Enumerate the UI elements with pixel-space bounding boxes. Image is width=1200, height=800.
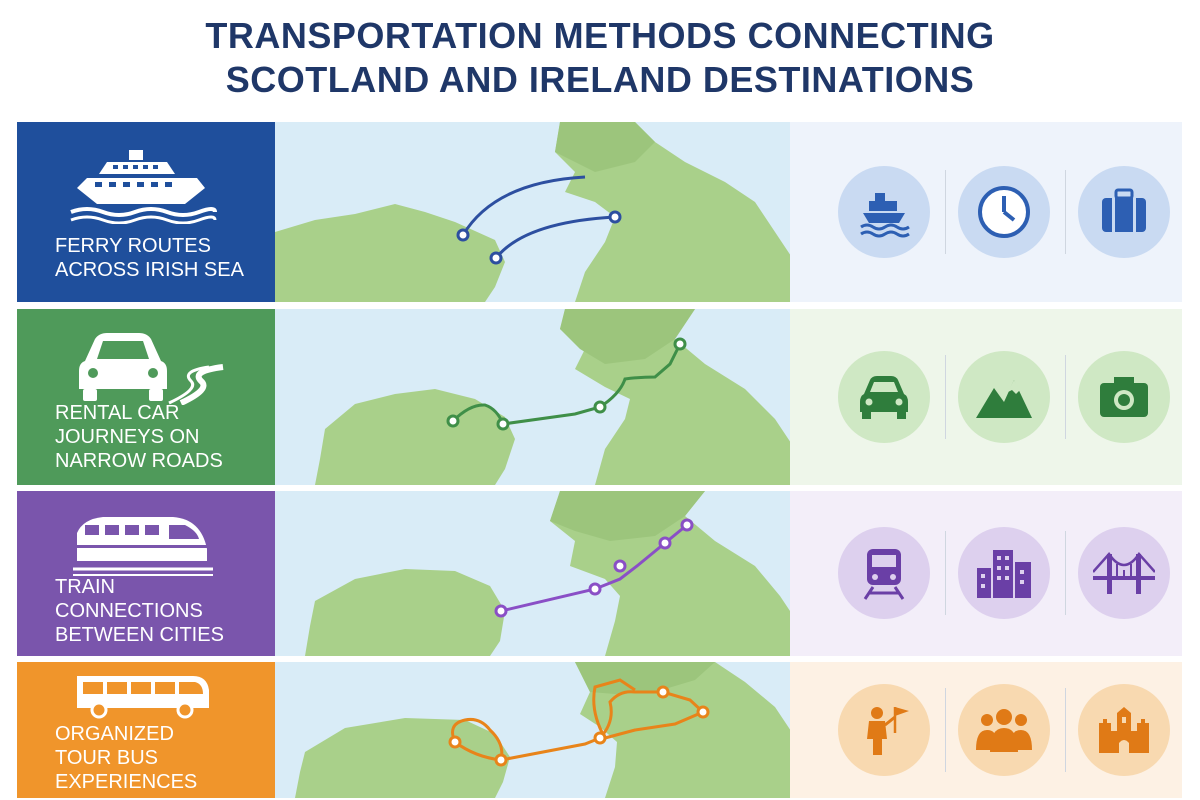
row-tour-bus: ORGANIZED TOUR BUS EXPERIENCES — [17, 662, 1182, 798]
title-line-1: TRANSPORTATION METHODS CONNECTING — [205, 15, 995, 56]
ferry-label-line-1: FERRY ROUTES — [55, 235, 211, 257]
car-route-map — [275, 309, 805, 485]
scotland-landmass — [555, 122, 805, 302]
bus-route-map — [275, 662, 805, 798]
train-icon-panel — [790, 491, 1182, 656]
scotland-highlands — [575, 662, 715, 694]
scotland-highlands — [550, 491, 705, 541]
ferry-icon — [838, 166, 930, 258]
ferry-label-line-2: ACROSS IRISH SEA — [55, 259, 244, 281]
city-buildings-icon — [958, 527, 1050, 619]
car-label-line-3: NARROW ROADS — [55, 450, 223, 472]
train-icon — [838, 527, 930, 619]
bus-icon-panel — [790, 662, 1182, 798]
bus-stop-marker — [656, 685, 670, 699]
ferry-route-line-1 — [461, 175, 586, 236]
ferry-port-marker — [608, 210, 622, 224]
train-station-marker — [680, 518, 694, 532]
train-label-line-1: TRAIN — [55, 576, 115, 598]
train-station-marker — [658, 536, 672, 550]
car-label-panel: RENTAL CAR JOURNEYS ON NARROW ROADS — [17, 309, 275, 485]
divider — [1065, 355, 1066, 439]
page-title: TRANSPORTATION METHODS CONNECTING SCOTLA… — [0, 14, 1200, 102]
car-icon-panel — [790, 309, 1182, 485]
clock-icon — [958, 166, 1050, 258]
bus-label-line-2: TOUR BUS — [55, 747, 158, 769]
mountain-icon — [958, 351, 1050, 443]
scotland-highlands — [555, 122, 655, 172]
train-station-marker — [613, 559, 627, 573]
car-stop-marker — [446, 414, 460, 428]
ireland-landmass — [295, 718, 510, 798]
bus-vehicle-icon — [77, 676, 209, 719]
tour-guide-icon — [838, 684, 930, 776]
ferry-route-map — [275, 122, 805, 302]
train-station-marker — [588, 582, 602, 596]
bus-label-panel: ORGANIZED TOUR BUS EXPERIENCES — [17, 662, 275, 798]
car-label-line-2: JOURNEYS ON — [55, 426, 200, 448]
bus-label: ORGANIZED TOUR BUS EXPERIENCES — [55, 722, 265, 794]
divider — [945, 531, 946, 615]
ferry-vehicle-icon — [70, 150, 217, 224]
ferry-label-panel: FERRY ROUTES ACROSS IRISH SEA — [17, 122, 275, 302]
ferry-port-marker — [456, 228, 470, 242]
ireland-landmass — [275, 204, 505, 302]
car-icon — [838, 351, 930, 443]
car-stop-marker — [673, 337, 687, 351]
divider — [945, 688, 946, 772]
row-rental-car: RENTAL CAR JOURNEYS ON NARROW ROADS — [17, 309, 1182, 485]
train-label-line-3: BETWEEN CITIES — [55, 624, 224, 646]
car-vehicle-icon — [79, 333, 224, 405]
bus-label-line-1: ORGANIZED — [55, 723, 174, 745]
scotland-highlands — [560, 309, 695, 364]
ferry-icon-panel — [790, 122, 1182, 302]
divider — [1065, 531, 1066, 615]
camera-icon — [1078, 351, 1170, 443]
train-vehicle-icon — [73, 517, 213, 576]
train-label-line-2: CONNECTIONS — [55, 600, 203, 622]
ferry-port-marker — [489, 251, 503, 265]
suitcase-icon — [1078, 166, 1170, 258]
ireland-landmass — [305, 569, 505, 656]
bridge-icon — [1078, 527, 1170, 619]
row-train: TRAIN CONNECTIONS BETWEEN CITIES — [17, 491, 1182, 656]
castle-icon — [1078, 684, 1170, 776]
scotland-landmass — [575, 662, 805, 798]
train-route-map — [275, 491, 805, 656]
bus-stop-marker — [494, 753, 508, 767]
car-stop-marker — [593, 400, 607, 414]
divider — [1065, 170, 1066, 254]
bus-stop-marker — [696, 705, 710, 719]
title-line-2: SCOTLAND AND IRELAND DESTINATIONS — [225, 59, 975, 100]
train-label-panel: TRAIN CONNECTIONS BETWEEN CITIES — [17, 491, 275, 656]
bus-stop-marker — [593, 731, 607, 745]
train-station-marker — [494, 604, 508, 618]
divider — [945, 355, 946, 439]
ferry-label: FERRY ROUTES ACROSS IRISH SEA — [55, 234, 265, 282]
car-stop-marker — [496, 417, 510, 431]
car-label: RENTAL CAR JOURNEYS ON NARROW ROADS — [55, 401, 265, 473]
train-label: TRAIN CONNECTIONS BETWEEN CITIES — [55, 575, 265, 647]
divider — [1065, 688, 1066, 772]
divider — [945, 170, 946, 254]
ireland-landmass — [315, 389, 515, 485]
ferry-route-line-2 — [494, 215, 616, 259]
group-icon — [958, 684, 1050, 776]
bus-stop-marker — [448, 735, 462, 749]
bus-label-line-3: EXPERIENCES — [55, 771, 198, 793]
row-ferry: FERRY ROUTES ACROSS IRISH SEA — [17, 122, 1182, 302]
car-label-line-1: RENTAL CAR — [55, 402, 180, 424]
